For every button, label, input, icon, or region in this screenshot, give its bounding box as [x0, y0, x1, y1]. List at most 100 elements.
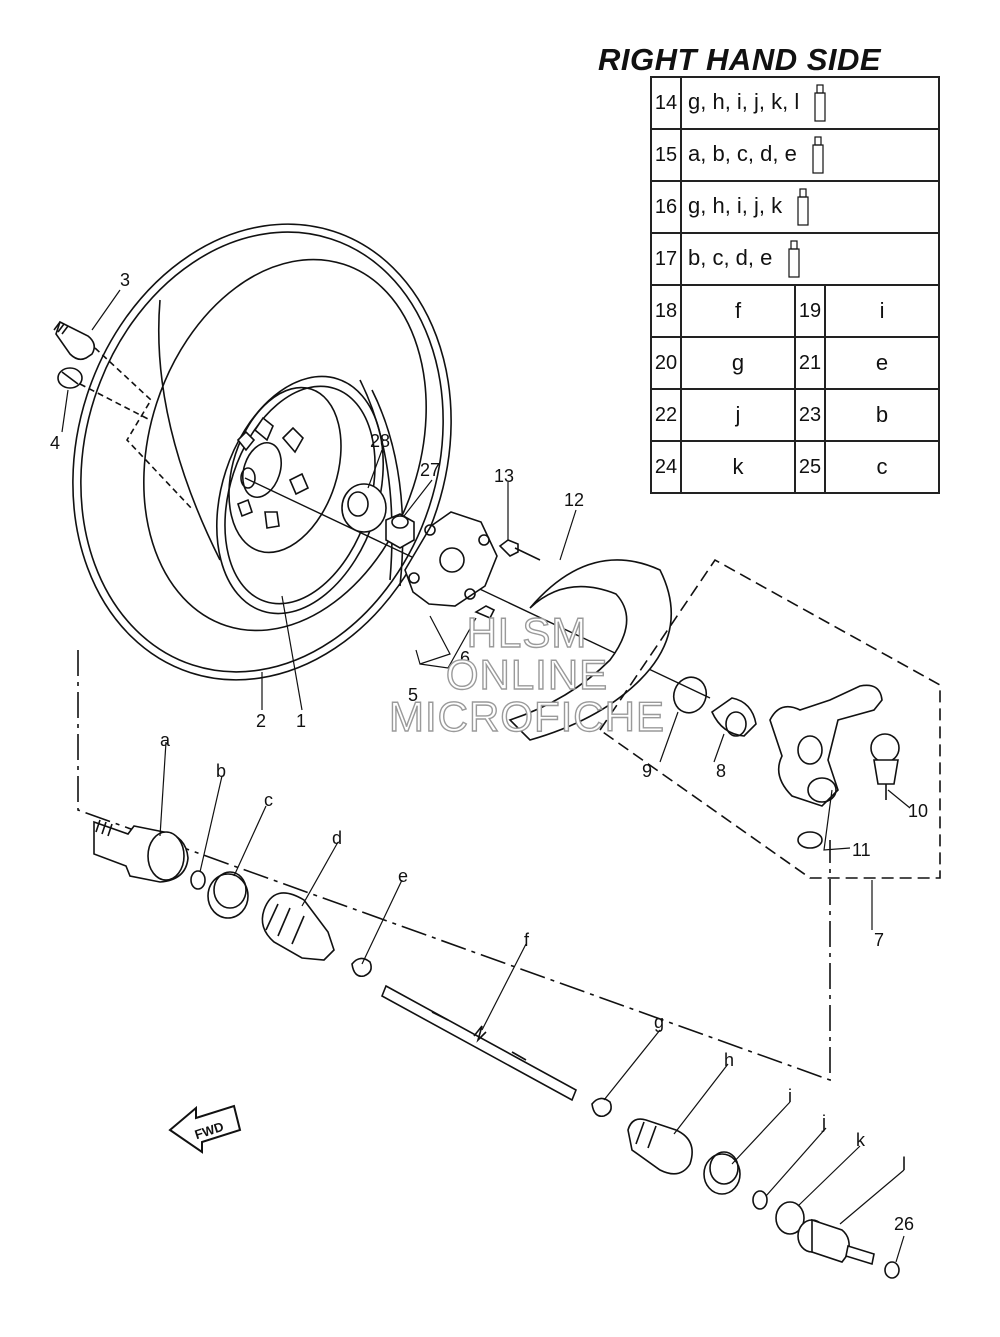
table-ref-number: 14: [650, 76, 682, 130]
table-ref-number: 25: [794, 440, 826, 494]
callout-3: 3: [120, 270, 130, 290]
callout-5: 5: [408, 685, 418, 705]
table-ref-number: 21: [794, 336, 826, 390]
cv-boot-d: [261, 892, 335, 961]
table-letters: a, b, c, d, e: [688, 140, 797, 166]
small-circlip-j: [752, 1190, 768, 1210]
table-letters-cell: b, c, d, e: [679, 232, 941, 286]
boot-band-c: [207, 871, 249, 919]
boot-band-e: [351, 957, 372, 978]
callout-f: f: [524, 930, 530, 950]
table-letter: f: [680, 284, 796, 338]
callout-26: 26: [894, 1214, 914, 1234]
grease-tube-icon: [814, 84, 826, 122]
steering-knuckle: [769, 684, 883, 807]
diagram-title: RIGHT HAND SIDE: [598, 42, 882, 77]
ball-joint: [870, 733, 900, 800]
table-letters: b, c, d, e: [688, 244, 773, 270]
callout-9: 9: [642, 761, 652, 781]
callout-a: a: [160, 730, 171, 750]
callout-27: 27: [420, 460, 440, 480]
valve-cap: [57, 367, 83, 389]
table-row: 20 g 21 e: [650, 336, 941, 390]
callout-2: 2: [256, 711, 266, 731]
grease-tube-icon: [797, 188, 809, 226]
callout-g: g: [654, 1012, 664, 1032]
table-ref-number: 20: [650, 336, 682, 390]
table-letters: g, h, i, j, k, l: [688, 88, 800, 114]
table-row: 22 j 23 b: [650, 388, 941, 442]
boot-band-i: [703, 1151, 741, 1195]
callout-10: 10: [908, 801, 928, 821]
cv-boot-h: [627, 1118, 693, 1175]
callout-1: 1: [296, 711, 306, 731]
table-ref-number: 17: [650, 232, 682, 286]
table-ref-number: 15: [650, 128, 682, 182]
tire: [72, 223, 452, 681]
table-letter: c: [823, 440, 941, 494]
table-letter: i: [823, 284, 941, 338]
table-letter: j: [680, 388, 796, 442]
callout-8: 8: [716, 761, 726, 781]
axle-nut: [385, 513, 415, 549]
table-ref-number: 22: [650, 388, 682, 442]
small-circlip-b: [190, 870, 206, 890]
table-letters-cell: g, h, i, j, k: [679, 180, 941, 234]
callout-i: i: [788, 1086, 792, 1106]
o-ring-k: [775, 1201, 805, 1235]
grease-tube-icon: [812, 136, 824, 174]
callout-4: 4: [50, 433, 60, 453]
fwd-arrow-icon: [168, 1104, 242, 1154]
collar: [341, 483, 387, 533]
wheel-bearing: [710, 697, 757, 737]
callout-k: k: [856, 1130, 866, 1150]
table-ref-number: 24: [650, 440, 682, 494]
table-row: 14 g, h, i, j, k, l: [650, 76, 941, 130]
callout-l: l: [902, 1154, 906, 1174]
table-ref-number: 23: [794, 388, 826, 442]
table-letter: b: [823, 388, 941, 442]
callout-c: c: [264, 790, 273, 810]
wheel-hub: [404, 511, 498, 607]
table-row: 15 a, b, c, d, e: [650, 128, 941, 182]
leader-lines: [61, 289, 911, 1263]
knuckle-circlip: [797, 831, 823, 849]
table-ref-number: 16: [650, 180, 682, 234]
callout-28: 28: [370, 431, 390, 451]
table-ref-number: 18: [650, 284, 682, 338]
table-row: 17 b, c, d, e: [650, 232, 941, 286]
callout-j: j: [821, 1112, 826, 1132]
callout-12: 12: [564, 490, 584, 510]
drive-shaft: [380, 984, 578, 1102]
table-row: 18 f 19 i: [650, 284, 941, 338]
boot-band-g: [591, 1097, 612, 1118]
grease-tube-icon: [787, 240, 800, 278]
table-letters: g, h, i, j, k: [688, 192, 783, 218]
callout-13: 13: [494, 466, 514, 486]
circlip: [672, 676, 708, 714]
hub-stud: [474, 605, 496, 620]
cv-joint-outer: [93, 819, 189, 883]
table-letters-cell: g, h, i, j, k, l: [679, 76, 941, 130]
callout-d: d: [332, 828, 342, 848]
callout-e: e: [398, 866, 408, 886]
callout-7: 7: [874, 930, 884, 950]
table-letter: g: [680, 336, 796, 390]
table-letter: e: [823, 336, 941, 390]
valve-stem: [53, 320, 96, 361]
table-letters-cell: a, b, c, d, e: [679, 128, 941, 182]
table-ref-number: 19: [794, 284, 826, 338]
circlip-26: [884, 1261, 900, 1279]
reference-table: 14 g, h, i, j, k, l 15 a, b, c, d, e 16 …: [650, 76, 941, 494]
callout-11: 11: [852, 840, 871, 860]
table-letter: k: [680, 440, 796, 494]
callout-h: h: [724, 1050, 734, 1070]
table-row: 24 k 25 c: [650, 440, 941, 494]
cv-joint-inner: [797, 1218, 875, 1266]
brake-disc-guard: [508, 559, 672, 741]
callout-6: 6: [460, 648, 470, 668]
callout-b: b: [216, 761, 226, 781]
hub-bolt: [498, 539, 541, 561]
